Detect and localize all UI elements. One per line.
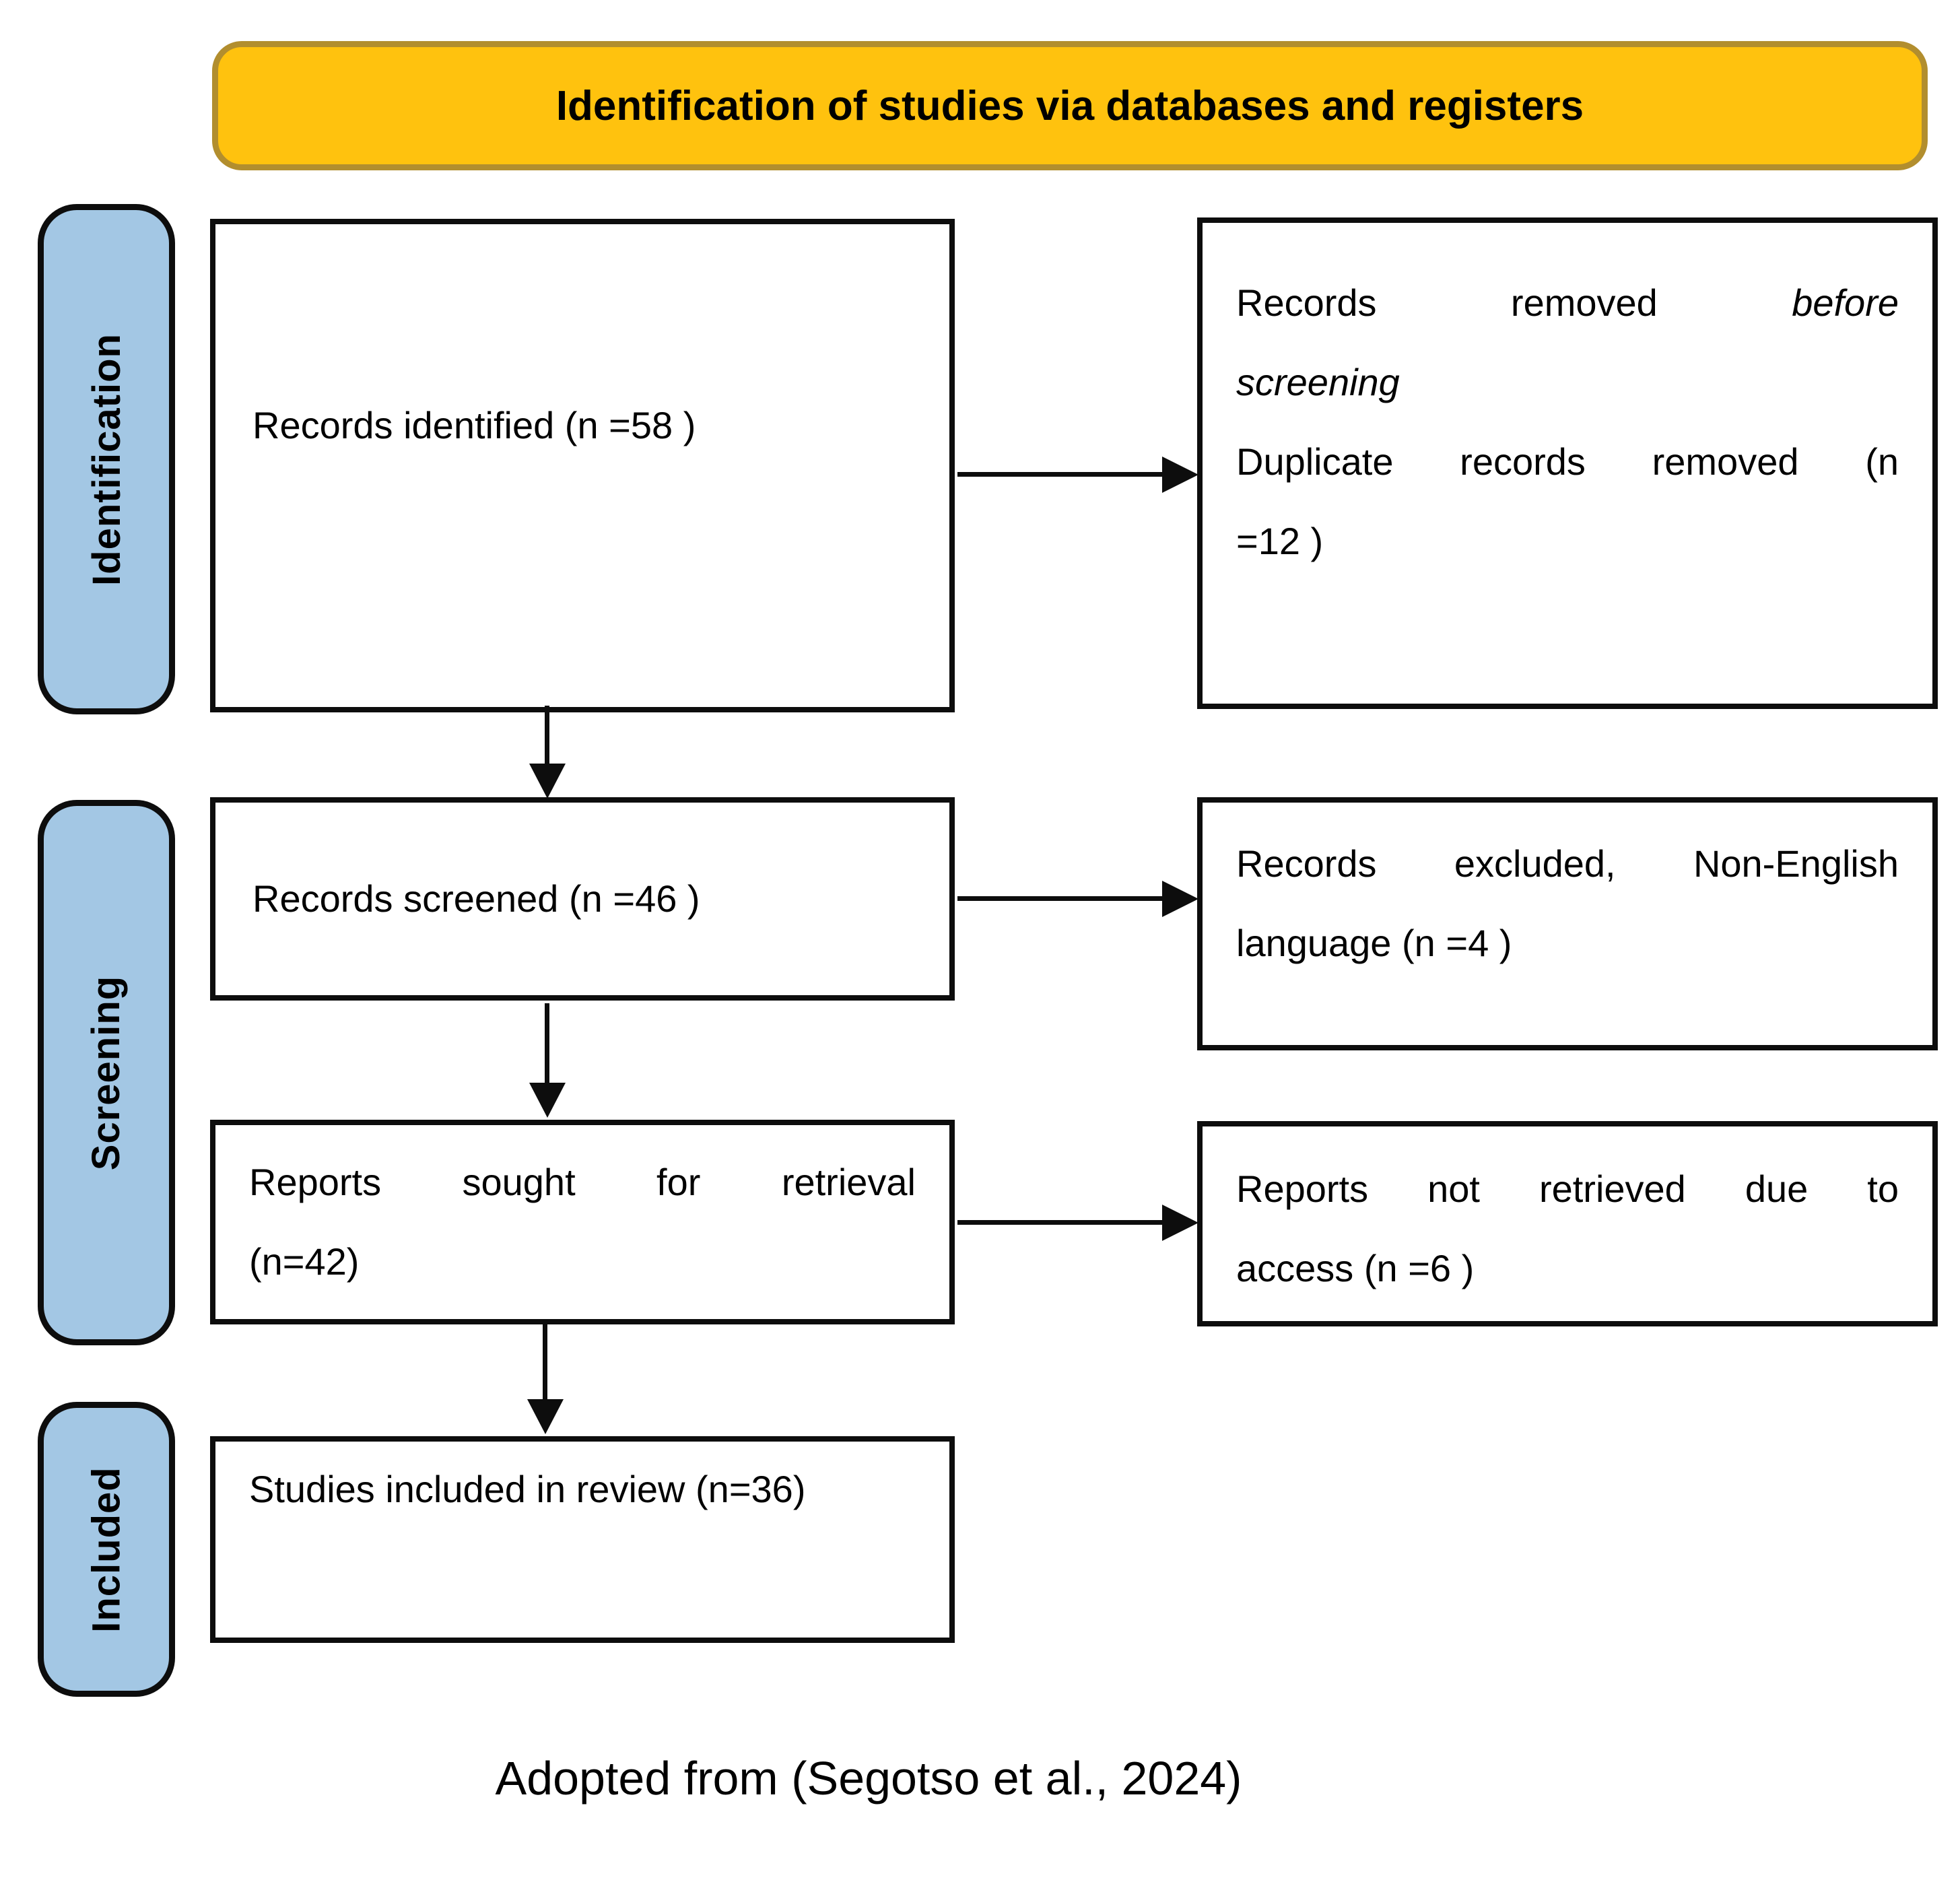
arrow-identified-to-screened-shaft <box>545 706 549 766</box>
stage-label-included: Included <box>38 1402 175 1697</box>
studies-included-text: Studies included in review (n=36) <box>249 1468 806 1510</box>
title-banner: Identification of studies via databases … <box>212 41 1928 170</box>
records-identified-text: Records identified (n =58 ) <box>252 403 696 446</box>
stage-label-screening: Screening <box>38 800 175 1345</box>
arrow-screened-to-sought-shaft <box>545 1003 549 1085</box>
stage-label-identification: Identification <box>38 204 175 714</box>
stage-label-included-text: Included <box>84 1466 129 1633</box>
records-screened-box: Records screened (n =46 ) <box>210 797 955 1001</box>
records-identified-box: Records identified (n =58 ) <box>210 219 955 712</box>
arrow-sought-to-included-shaft <box>543 1321 547 1402</box>
records-excluded-line2: language (n =4 ) <box>1236 922 1512 964</box>
records-removed-line1: Records removed before <box>1236 263 1899 343</box>
reports-sought-line1: Reports sought for retrieval <box>249 1161 916 1203</box>
records-removed-line4: =12 ) <box>1236 520 1324 562</box>
reports-not-retrieved-line1: Reports not retrieved due to <box>1236 1168 1899 1210</box>
records-removed-line2-italic: screening <box>1236 361 1400 403</box>
records-excluded-box: Records excluded, Non-English language (… <box>1197 797 1938 1050</box>
arrow-identified-to-removed-head-icon <box>1162 457 1198 493</box>
reports-sought-box: Reports sought for retrieval (n=42) <box>210 1120 955 1324</box>
records-removed-line1-italic: before <box>1792 281 1899 324</box>
title-banner-text: Identification of studies via databases … <box>555 82 1584 129</box>
studies-included-box: Studies included in review (n=36) <box>210 1436 955 1643</box>
arrow-screened-to-excluded-head-icon <box>1162 881 1198 917</box>
records-removed-box: Records removed before screening Duplica… <box>1197 217 1938 709</box>
arrow-sought-to-not-retrieved-head-icon <box>1162 1205 1198 1241</box>
source-caption: Adopted from (Segotso et al., 2024) <box>495 1752 1242 1805</box>
arrow-identified-to-screened-head-icon <box>529 764 566 799</box>
stage-label-screening-text: Screening <box>84 975 129 1170</box>
arrow-sought-to-not-retrieved-shaft <box>957 1220 1166 1225</box>
records-removed-line3: Duplicate records removed (n <box>1236 440 1899 483</box>
reports-not-retrieved-box: Reports not retrieved due to access (n =… <box>1197 1121 1938 1326</box>
arrow-screened-to-excluded-shaft <box>957 896 1166 901</box>
arrow-sought-to-included-head-icon <box>527 1399 564 1434</box>
records-screened-text: Records screened (n =46 ) <box>252 877 700 920</box>
records-removed-line1-regular: Records removed <box>1236 281 1658 324</box>
stage-label-identification-text: Identification <box>84 333 129 586</box>
reports-not-retrieved-line2: access (n =6 ) <box>1236 1247 1475 1289</box>
arrow-identified-to-removed-shaft <box>957 472 1166 477</box>
reports-sought-line2: (n=42) <box>249 1240 360 1283</box>
records-excluded-line1: Records excluded, Non-English <box>1236 842 1899 885</box>
arrow-screened-to-sought-head-icon <box>529 1083 566 1118</box>
